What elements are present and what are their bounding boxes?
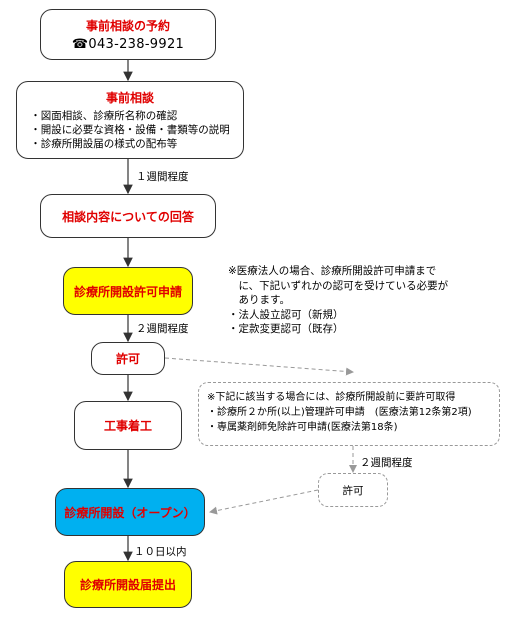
consultation-item: ・診療所開設届の様式の配布等 xyxy=(30,138,178,150)
reservation-phone: ☎043-238-9921 xyxy=(71,37,185,52)
extra-permit-result-label: 許可 xyxy=(342,484,364,497)
note-line: ・診療所２か所(以上)管理許可申請 (医療法第12条第2項) xyxy=(207,407,472,418)
consultation-item: ・開設に必要な資格・設備・書類等の説明 xyxy=(30,124,230,136)
note-line: ・法人設立認可（新規） xyxy=(228,308,344,321)
permit-box: 許可 xyxy=(91,342,165,375)
permit-title: 許可 xyxy=(115,352,140,366)
medical-corp-note: ※医療法人の場合、診療所開設許可申請まで に、下記いずれかの認可を受けている必要… xyxy=(228,264,448,337)
consultation-box: 事前相談 ・図面相談、診療所名称の確認 ・開設に必要な資格・設備・書類等の説明 … xyxy=(16,81,244,159)
consultation-items: ・図面相談、診療所名称の確認 ・開設に必要な資格・設備・書類等の説明 ・診療所開… xyxy=(30,109,230,151)
note-line: ※医療法人の場合、診療所開設許可申請まで xyxy=(228,265,437,277)
note-line: に、下記いずれかの認可を受けている必要が xyxy=(228,279,449,292)
answer-box: 相談内容についての回答 xyxy=(40,194,216,238)
duration-after-application: ２週間程度 xyxy=(136,323,189,335)
extra-permits-note: ※下記に該当する場合には、診療所開設前に要許可取得 ・診療所２か所(以上)管理許… xyxy=(207,390,472,435)
dashed-arrow-permit-to-opening xyxy=(209,489,319,515)
reservation-box: 事前相談の予約 ☎043-238-9921 xyxy=(40,9,216,60)
notification-title: 診療所開設届提出 xyxy=(79,578,176,592)
opening-title: 診療所開設（オープン） xyxy=(64,505,196,520)
duration-after-consultation: １週間程度 xyxy=(136,171,189,183)
construction-title: 工事着工 xyxy=(103,419,152,433)
note-line: あります。 xyxy=(228,294,290,306)
dashed-arrow-permit-to-extra xyxy=(164,357,354,376)
note-line: ・定款変更認可（既存） xyxy=(228,323,344,335)
duration-after-opening: １０日以内 xyxy=(134,546,187,558)
duration-after-extra: ２週間程度 xyxy=(360,457,413,469)
notification-box: 診療所開設届提出 xyxy=(64,561,192,608)
note-line: ※下記に該当する場合には、診療所開設前に要許可取得 xyxy=(207,392,456,403)
extra-permit-result-box: 許可 xyxy=(318,473,388,507)
permit-application-title: 診療所開設許可申請 xyxy=(73,284,182,299)
extra-permits-box xyxy=(198,382,500,446)
note-line: ・専属薬剤師免除許可申請(医療法第18条) xyxy=(207,422,398,433)
reservation-title: 事前相談の予約 xyxy=(85,19,170,33)
answer-title: 相談内容についての回答 xyxy=(62,209,194,224)
permit-application-box: 診療所開設許可申請 xyxy=(63,267,193,315)
consultation-title: 事前相談 xyxy=(105,91,154,105)
consultation-item: ・図面相談、診療所名称の確認 xyxy=(30,110,178,122)
opening-box: 診療所開設（オープン） xyxy=(55,488,205,536)
construction-box: 工事着工 xyxy=(74,401,182,450)
